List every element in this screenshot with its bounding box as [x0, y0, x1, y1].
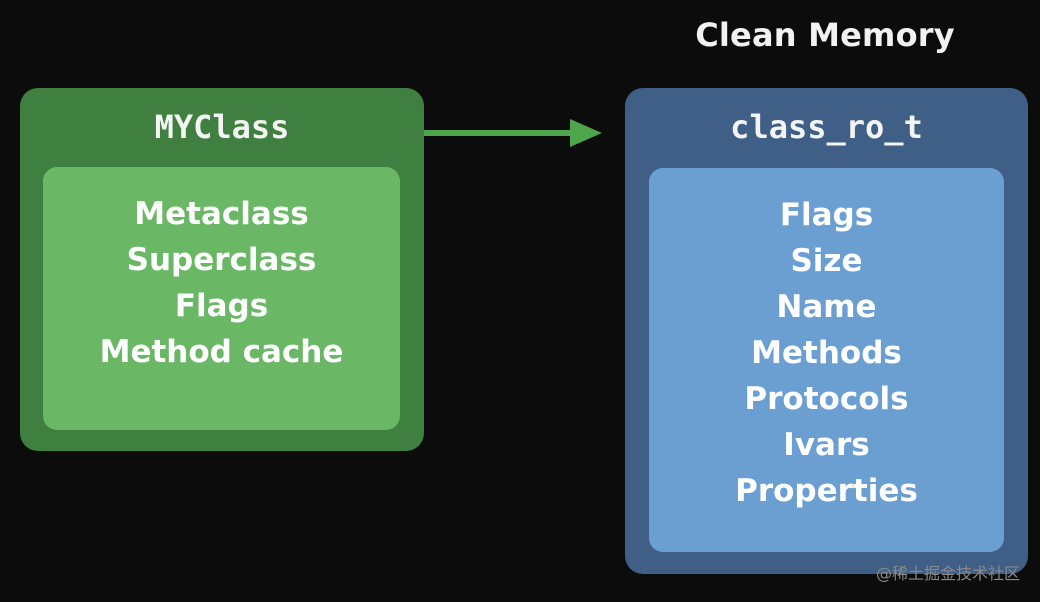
- class-ro-t-title: class_ro_t: [730, 108, 923, 146]
- myclass-box: MYClass Metaclass Superclass Flags Metho…: [20, 88, 424, 451]
- clean-memory-title: Clean Memory: [695, 16, 955, 54]
- myclass-field: Method cache: [99, 334, 344, 370]
- class-ro-t-field: Protocols: [744, 381, 909, 417]
- arrow-right-icon: [424, 119, 602, 147]
- myclass-field: Metaclass: [134, 196, 309, 232]
- class-ro-t-field: Size: [790, 243, 863, 279]
- class-ro-t-field: Properties: [735, 473, 918, 509]
- watermark-text: @稀土掘金技术社区: [875, 564, 1020, 583]
- myclass-title: MYClass: [154, 108, 290, 146]
- class-ro-t-fields-panel: Flags Size Name Methods Protocols Ivars …: [649, 168, 1004, 552]
- myclass-field: Flags: [174, 288, 269, 324]
- class-ro-t-field: Ivars: [783, 427, 870, 463]
- class-ro-t-box: class_ro_t Flags Size Name Methods Proto…: [625, 88, 1028, 574]
- class-ro-t-field: Flags: [779, 197, 874, 233]
- class-ro-t-field: Name: [776, 289, 877, 325]
- myclass-field: Superclass: [126, 242, 317, 278]
- class-ro-t-field: Methods: [751, 335, 902, 371]
- myclass-fields-panel: Metaclass Superclass Flags Method cache: [43, 167, 400, 430]
